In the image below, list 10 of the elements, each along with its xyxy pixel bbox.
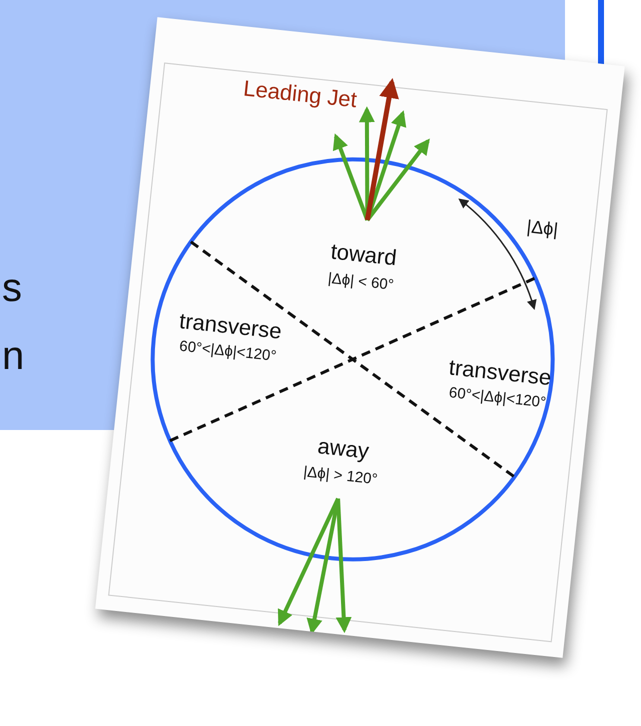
region-range: |Δϕ| > 120° (302, 463, 378, 488)
slide-text: n (2, 333, 24, 380)
jet-label: Leading Jet (242, 76, 358, 114)
region-label: away (316, 433, 370, 464)
region-range: |Δϕ| < 60° (327, 270, 395, 294)
angle-label: |Δϕ| (526, 216, 560, 241)
slide-text: s (2, 265, 22, 312)
region-range: 60°<|Δϕ|<120° (178, 338, 278, 365)
region-label: toward (329, 238, 398, 272)
region-range: 60°<|Δϕ|<120° (448, 384, 547, 412)
